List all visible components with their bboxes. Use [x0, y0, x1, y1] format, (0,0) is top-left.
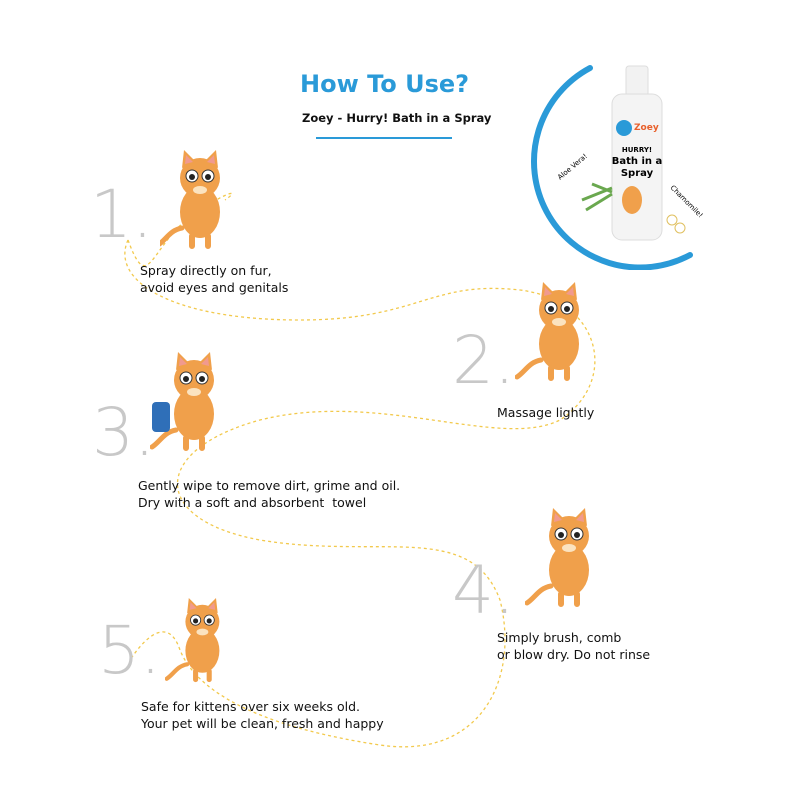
ingredient-label: Aloe Vera! — [556, 152, 589, 181]
cat-illustration-4 — [525, 508, 605, 608]
step-line: Simply brush, comb — [497, 630, 622, 645]
aloe-icon — [581, 182, 613, 212]
step-text-1: Spray directly on fur, avoid eyes and ge… — [140, 262, 288, 296]
step-number-2: 2. — [452, 322, 515, 399]
label-line: Spray — [621, 168, 654, 179]
step-line: Safe for kittens over six weeks old. — [141, 699, 360, 714]
cat-illustration-5 — [165, 598, 245, 698]
step-line: or blow dry. Do not rinse — [497, 647, 651, 662]
title-text: How To Use? — [300, 70, 470, 98]
cat-illustration-1 — [160, 150, 240, 250]
subtitle: Zoey - Hurry! Bath in a Spray — [302, 111, 492, 125]
step-text-3: Gently wipe to remove dirt, grime and oi… — [138, 477, 400, 511]
step-line: Spray directly on fur, — [140, 263, 272, 278]
step-line: Massage lightly — [497, 405, 595, 420]
cat-illustration-2 — [515, 282, 595, 382]
label-line: Bath in a — [612, 156, 663, 167]
step-number-3: 3. — [92, 394, 155, 471]
step-text-5: Safe for kittens over six weeks old. You… — [141, 698, 384, 732]
product-image: Zoey HURRY! Bath in a Spray Aloe Vera! C… — [531, 65, 705, 270]
step-text-4: Simply brush, comb or blow dry. Do not r… — [497, 629, 650, 663]
step-text-2: Massage lightly — [497, 404, 594, 421]
page-title: How To Use? — [300, 70, 469, 98]
step-line: Dry with a soft and absorbent towel — [138, 495, 367, 510]
step-line: Your pet will be clean, fresh and happy — [141, 716, 384, 731]
ingredient-label: Chamomile! — [669, 184, 705, 220]
title-divider — [316, 137, 452, 139]
step-number-5: 5. — [98, 612, 161, 689]
cat-illustration-3 — [150, 352, 230, 452]
step-line: avoid eyes and genitals — [140, 280, 289, 295]
step-number-1: 1. — [90, 176, 153, 253]
chamomile-icon — [666, 214, 678, 226]
blue-arc — [531, 65, 693, 270]
label-line: HURRY! — [622, 146, 652, 154]
brand-label: Zoey — [634, 123, 659, 133]
spray-bottle — [611, 93, 663, 241]
step-number-4: 4. — [452, 552, 515, 629]
step-line: Gently wipe to remove dirt, grime and oi… — [138, 478, 401, 493]
